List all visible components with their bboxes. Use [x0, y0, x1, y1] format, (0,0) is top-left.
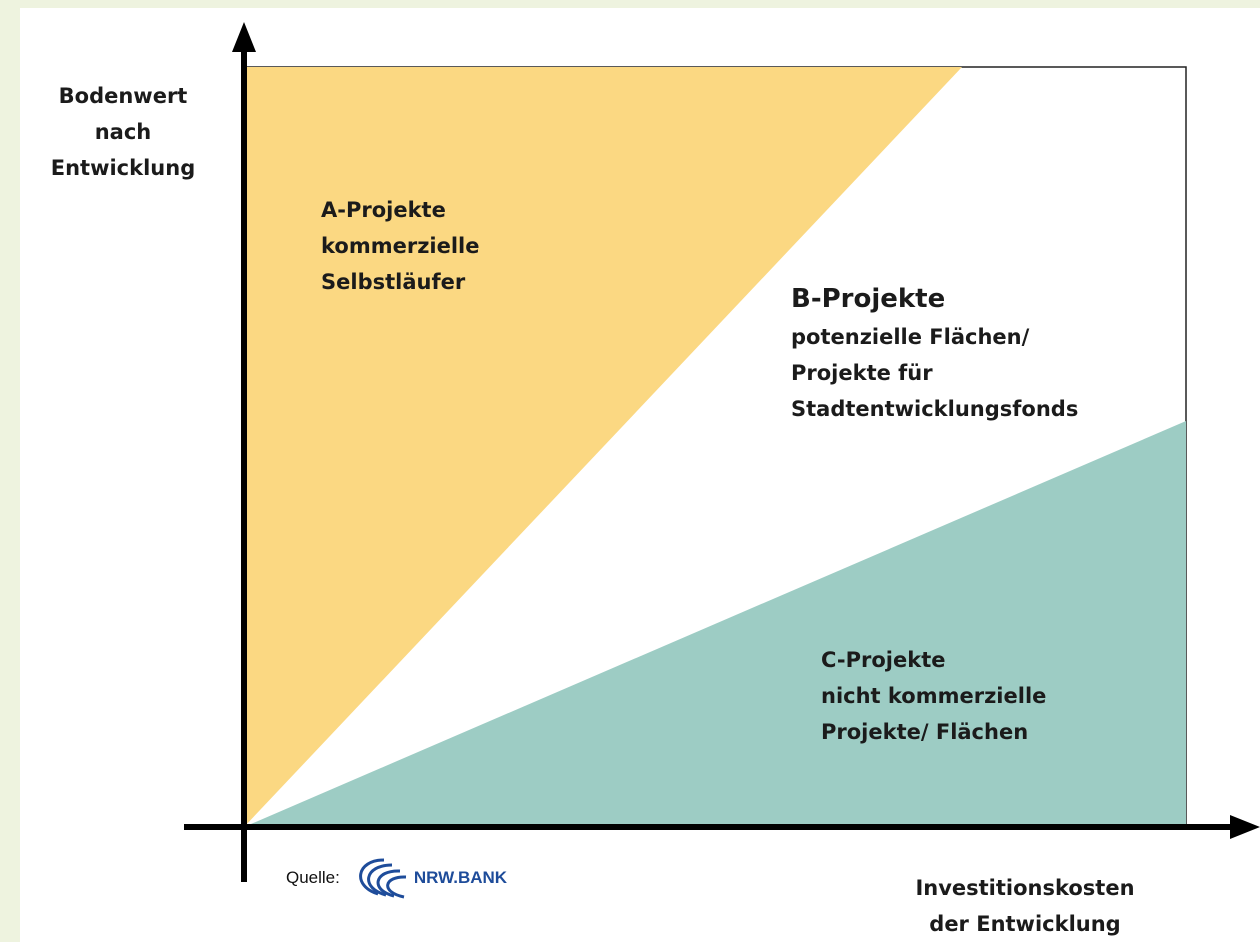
diagram-page: Bodenwert nach Entwicklung A-Projekte ko…: [20, 8, 1260, 942]
x-axis-arrow: [1230, 815, 1260, 839]
x-axis-label: Investitionskosten der Entwicklung: [890, 870, 1160, 942]
zone-a-label-line: kommerzielle: [321, 234, 480, 258]
y-axis-label-line: nach: [94, 120, 152, 144]
zone-a-label: A-Projekte kommerzielle Selbstläufer: [321, 192, 480, 300]
nrw-bank-logo-text: NRW.BANK: [413, 868, 508, 887]
zone-a-area: [244, 67, 962, 827]
zone-b-label-line: potenzielle Flächen/: [791, 325, 1030, 349]
zone-a-label-line: A-Projekte: [321, 198, 446, 222]
source-label: Quelle:: [286, 868, 340, 887]
project-classification-diagram: [184, 22, 1260, 882]
zone-c-label-line: nicht kommerzielle: [821, 684, 1047, 708]
zone-b-label-line: Projekte für: [791, 361, 933, 385]
y-axis-arrow: [232, 22, 256, 52]
zone-a-label-line: Selbstläufer: [321, 270, 466, 294]
source-credit: Quelle: NRW.BANK: [286, 856, 507, 900]
zone-b-title: B-Projekte: [791, 284, 946, 314]
zone-c-label: C-Projekte nicht kommerzielle Projekte/ …: [821, 642, 1046, 750]
y-axis-label: Bodenwert nach Entwicklung: [30, 78, 216, 186]
x-axis-label-line: der Entwicklung: [929, 912, 1121, 936]
nrw-bank-logo-icon: [359, 858, 406, 899]
zone-c-area: [244, 421, 1186, 827]
zone-c-label-line: Projekte/ Flächen: [821, 720, 1029, 744]
zone-b-label: B-Projekte potenzielle Flächen/ Projekte…: [791, 279, 1078, 427]
x-axis-label-line: Investitionskosten: [915, 876, 1135, 900]
zone-c-label-line: C-Projekte: [821, 648, 946, 672]
y-axis-label-line: Bodenwert: [58, 84, 188, 108]
y-axis-label-line: Entwicklung: [50, 156, 196, 180]
zone-b-label-line: Stadtentwicklungsfonds: [791, 397, 1079, 421]
